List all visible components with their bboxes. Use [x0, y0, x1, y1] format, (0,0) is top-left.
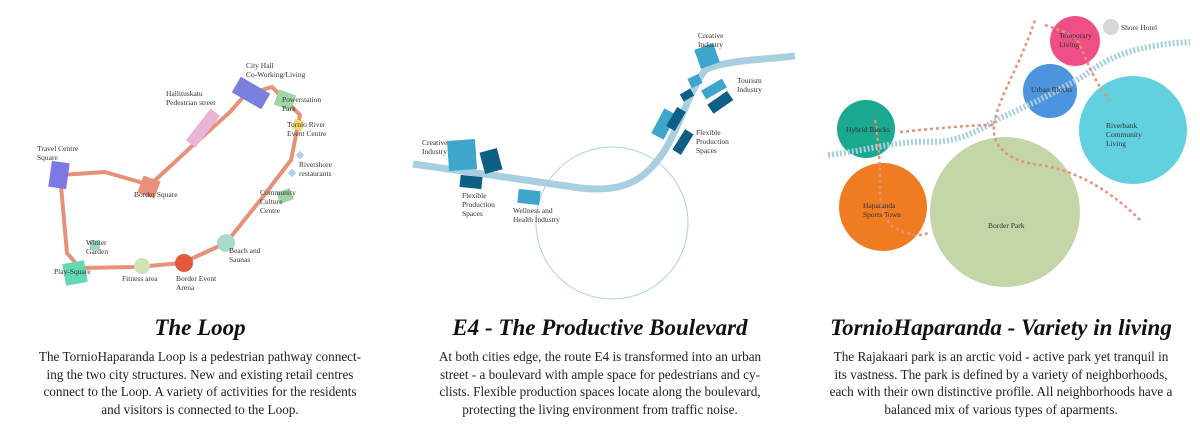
riverbank-circle: [1079, 76, 1187, 184]
industry-block: [666, 106, 686, 132]
panel-title-loop: The Loop: [154, 315, 246, 340]
industry-block: [694, 43, 720, 69]
shore-hotel-circle: [1103, 19, 1119, 35]
label-hybrid: Hybrid Blocks: [846, 125, 890, 134]
label-border-park: Border Park: [988, 221, 1025, 230]
panel-title-boulevard: E4 - The Productive Boulevard: [452, 315, 748, 340]
powerstation-park: [273, 89, 297, 111]
border-event-arena: [175, 254, 193, 272]
text-line: each with their own distinctive profile.…: [829, 384, 1173, 399]
e4-road: [412, 52, 796, 193]
sports-town-circle: [839, 163, 927, 251]
industry-block: [517, 188, 541, 206]
hallituskatu-street: [185, 108, 221, 148]
text-line: street - a boulevard with ample space fo…: [439, 366, 761, 382]
text-line: connect to the Loop. A variety of activi…: [43, 384, 357, 399]
text-line: ing the two city structures. New and exi…: [46, 366, 354, 382]
label-play-square: Play-Square: [54, 267, 91, 276]
industry-block: [707, 91, 734, 114]
text-line: clists. Flexible production spaces locat…: [439, 384, 761, 399]
text-line: its vastness. The park is defined by a v…: [834, 366, 1168, 382]
panel-text-boulevard: At both cities edge, the route E4 is tra…: [402, 348, 798, 418]
winter-garden: [90, 240, 100, 250]
panel-text-loop: The TornioHaparanda Loop is a pedestrian…: [2, 348, 398, 418]
label-fitness: Fitness area: [122, 274, 158, 283]
label-border-square: Border Square: [134, 190, 178, 199]
industry-block: [701, 78, 727, 100]
industry-block: [679, 88, 695, 102]
text-line: The TornioHaparanda Loop is a pedestrian…: [38, 349, 362, 364]
community-culture-centre: [276, 187, 294, 205]
text-line: balanced mix of various types of aparmen…: [884, 401, 1118, 417]
label-shore-hotel: Shore Hotel: [1121, 23, 1157, 32]
industry-block: [672, 129, 694, 155]
label-urban-blocks: Urban Blocks: [1031, 85, 1073, 94]
text-line: The Rajakaari park is an arctic void - a…: [833, 349, 1169, 364]
tornio-river-event-centre: [291, 118, 305, 132]
fitness-area: [134, 258, 150, 274]
rivershore-1: [295, 150, 305, 160]
beach-saunas: [217, 234, 235, 252]
border-park-circle: [930, 137, 1080, 287]
border-square-block: [137, 175, 161, 199]
boundary-circle: [535, 146, 689, 300]
industry-block: [687, 73, 703, 89]
loop-dotted-path: [992, 19, 1141, 221]
panel-text-living: The Rajakaari park is an arctic void - a…: [805, 348, 1197, 418]
city-hall-block: [231, 76, 271, 110]
text-line: At both cities edge, the route E4 is tra…: [438, 349, 762, 364]
industry-block: [446, 139, 478, 171]
loop-path: [58, 85, 302, 270]
loop-dotted-path: [873, 119, 931, 237]
travel-centre-square: [48, 160, 70, 190]
text-line: protecting the living environment from t…: [462, 401, 738, 417]
temporary-living-circle: [1050, 16, 1100, 66]
panel-title-living: TornioHaparanda - Variety in living: [830, 315, 1172, 340]
rivershore-2: [287, 168, 297, 178]
industry-block: [479, 148, 503, 174]
industry-block: [459, 174, 483, 190]
text-line: and visitors is connected to the Loop.: [101, 401, 299, 417]
industry-block: [651, 108, 677, 140]
play-square: [62, 260, 88, 286]
loop-dotted-path: [1044, 23, 1111, 101]
